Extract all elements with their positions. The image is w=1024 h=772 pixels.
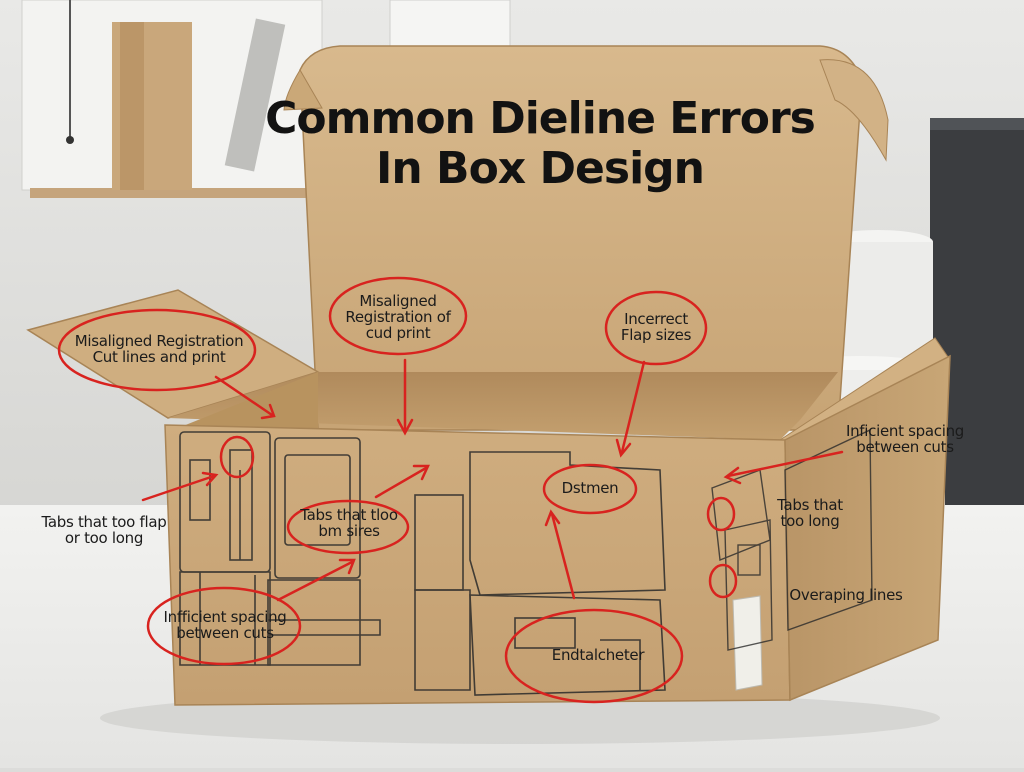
annotation-right-top: Inficient spacing between cuts [840,422,970,456]
title-line-1: Common Dieline Errors [265,93,816,144]
annotation-line: Tabs that tloo [300,506,398,524]
annotation-front-tabs: Tabs that tloo bm sires [290,506,408,540]
annotation-line: cud print [365,323,431,342]
annotation-line: Misaligned Registration [74,332,244,350]
annotation-front-bottom: Endtalcheter [548,646,648,664]
annotation-line: Incerrect [624,310,688,328]
annotation-line: Inficient spacing [845,422,965,440]
annotation-line: Overaping lines [789,586,903,604]
annotation-lid-right: Incerrect Flap sizes [606,310,706,344]
annotation-line: Flap sizes [620,325,692,344]
title-line-2: In Box Design [376,143,705,195]
annotation-line: Tabs that too flap [41,513,167,531]
annotation-front-right: Dstmen [550,479,630,497]
annotation-left-flap: Misaligned Registration Cut lines and pr… [64,332,254,366]
annotation-line: Registration of [345,307,451,326]
annotation-line: Misaligned [359,292,437,310]
annotation-line: Dstmen [561,479,619,497]
annotation-back-panel: Misaligned Registration of Incerrect cud… [333,292,463,342]
annotation-line: Endtalcheter [551,646,645,664]
annotation-right-tabs: Tabs that too long [774,496,846,530]
poster-title: Common Dieline Errors In Box Design [230,93,850,195]
annotation-line: too long [780,511,840,530]
annotation-line: between cuts [856,437,954,456]
annotation-line: or too long [64,528,144,547]
annotation-line: Tabs that [777,496,843,514]
annotation-line: Cut lines and print [92,347,226,366]
annotation-line: Infficient spacing [163,608,287,626]
annotation-front-spacing: Infficient spacing between cuts [160,608,290,642]
annotation-right-overlap: Overaping lines [786,586,906,604]
annotation-line: between cuts [176,623,274,642]
annotation-line: bm sires [318,521,380,540]
annotation-left-tabs: Tabs that too flap or too long [30,513,178,547]
